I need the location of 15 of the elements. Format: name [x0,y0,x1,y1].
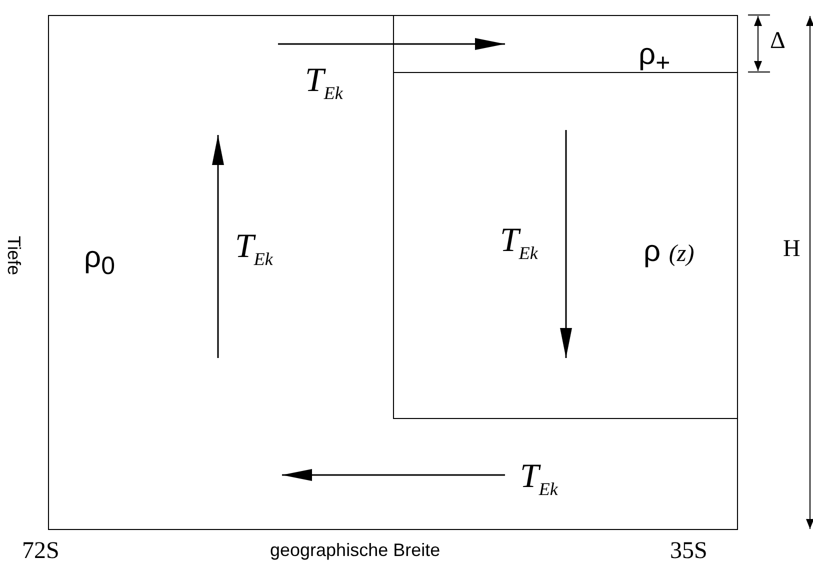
transport-label: T$_{Ek}$ [520,458,558,500]
transport-label: T$_{Ek}$ [235,228,273,270]
density-symbol: ρ$_{+}$ [638,38,670,78]
density-symbol: ρ (z) [644,234,694,268]
axis-label: Tiefe [3,236,24,276]
axis-label: 35S [670,538,708,565]
axis-label: 72S [22,538,60,565]
axis-label: geographische Breite [270,540,440,561]
transport-label: T$_{Ek}$ [500,222,538,264]
region-box [48,15,738,530]
dimension-label: Δ [770,28,786,55]
transport-label: T$_{Ek}$ [305,62,343,104]
dimension-label: H [783,236,800,263]
density-symbol: ρ$_{0}$ [84,241,115,281]
region-box [392,72,738,418]
